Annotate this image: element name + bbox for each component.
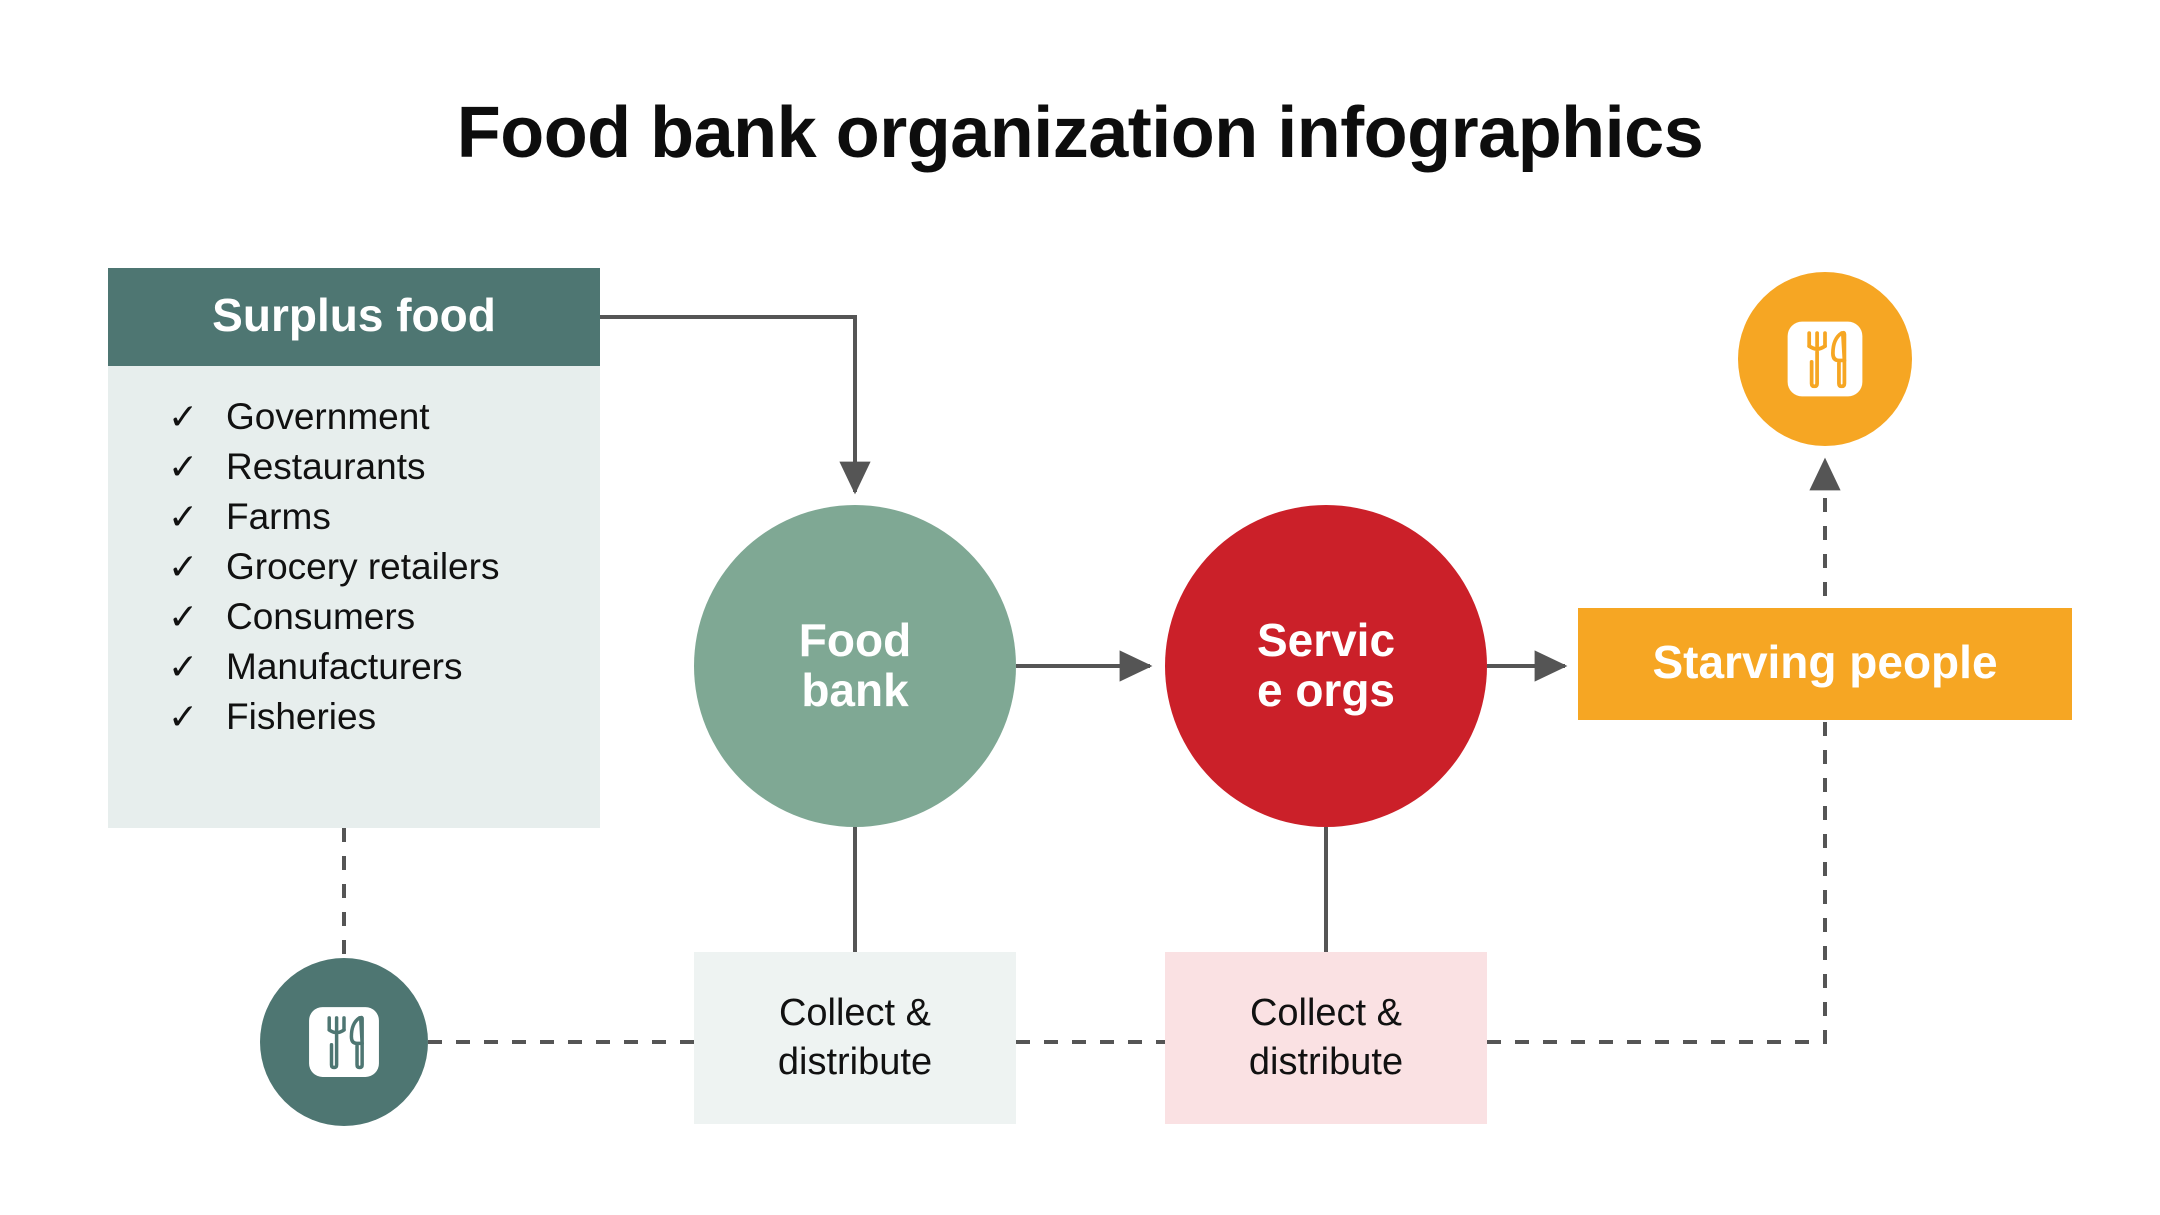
collect-distribute-pink-box: Collect & distribute (1165, 952, 1487, 1124)
teal-meal-badge (260, 958, 428, 1126)
service-orgs-node: Servic e orgs (1165, 505, 1487, 827)
food-bank-label-line2: bank (801, 664, 909, 716)
dashed-pink-caption-to-meal-badge (1487, 457, 1841, 1044)
service-orgs-label-line2: e orgs (1256, 664, 1396, 716)
list-item-label: Restaurants (226, 446, 426, 487)
check-icon: ✓ (168, 447, 199, 488)
list-item: ✓ Farms (168, 496, 600, 546)
starving-people-node: Starving people (1578, 608, 2072, 720)
check-icon: ✓ (168, 647, 199, 688)
collect-distribute-green-label: Collect & distribute (778, 989, 932, 1086)
caption-line2: distribute (1248, 1041, 1404, 1083)
list-item: ✓ Grocery retailers (168, 546, 600, 596)
list-item: ✓ Consumers (168, 596, 600, 646)
list-item: ✓ Fisheries (168, 696, 600, 746)
collect-distribute-pink-label: Collect & distribute (1249, 989, 1403, 1086)
caption-line1: Collect & (1249, 992, 1403, 1035)
meal-cutlery-icon (1787, 321, 1863, 397)
check-icon: ✓ (168, 697, 199, 738)
food-bank-label-line1: Food (798, 614, 912, 667)
orange-meal-badge (1738, 272, 1912, 446)
connector-surplus-to-foodbank (600, 315, 871, 495)
check-icon: ✓ (168, 597, 199, 638)
surplus-food-list: ✓ Government ✓ Restaurants ✓ Farms ✓ Gro… (108, 366, 600, 828)
check-icon: ✓ (168, 547, 199, 588)
list-item-label: Farms (226, 496, 331, 537)
list-item: ✓ Manufacturers (168, 646, 600, 696)
list-item-label: Consumers (226, 596, 416, 637)
check-icon: ✓ (168, 397, 199, 438)
caption-line1: Collect & (778, 992, 932, 1035)
surplus-food-header: Surplus food (108, 268, 600, 366)
caption-line2: distribute (777, 1041, 933, 1083)
list-item-label: Grocery retailers (226, 546, 500, 587)
list-item: ✓ Government (168, 396, 600, 446)
list-item-label: Fisheries (226, 696, 377, 737)
list-item-label: Government (226, 396, 430, 437)
collect-distribute-green-box: Collect & distribute (694, 952, 1016, 1124)
surplus-food-panel: Surplus food ✓ Government ✓ Restaurants … (108, 268, 600, 828)
service-orgs-label-line1: Servic (1256, 614, 1396, 667)
list-item: ✓ Restaurants (168, 446, 600, 496)
check-icon: ✓ (168, 497, 199, 538)
meal-cutlery-icon (309, 1007, 379, 1077)
page-title: Food bank organization infographics (456, 93, 1704, 173)
food-bank-label: Food bank (799, 616, 911, 715)
list-item-label: Manufacturers (226, 646, 463, 687)
food-bank-node: Food bank (694, 505, 1016, 827)
service-orgs-label: Servic e orgs (1257, 616, 1395, 715)
